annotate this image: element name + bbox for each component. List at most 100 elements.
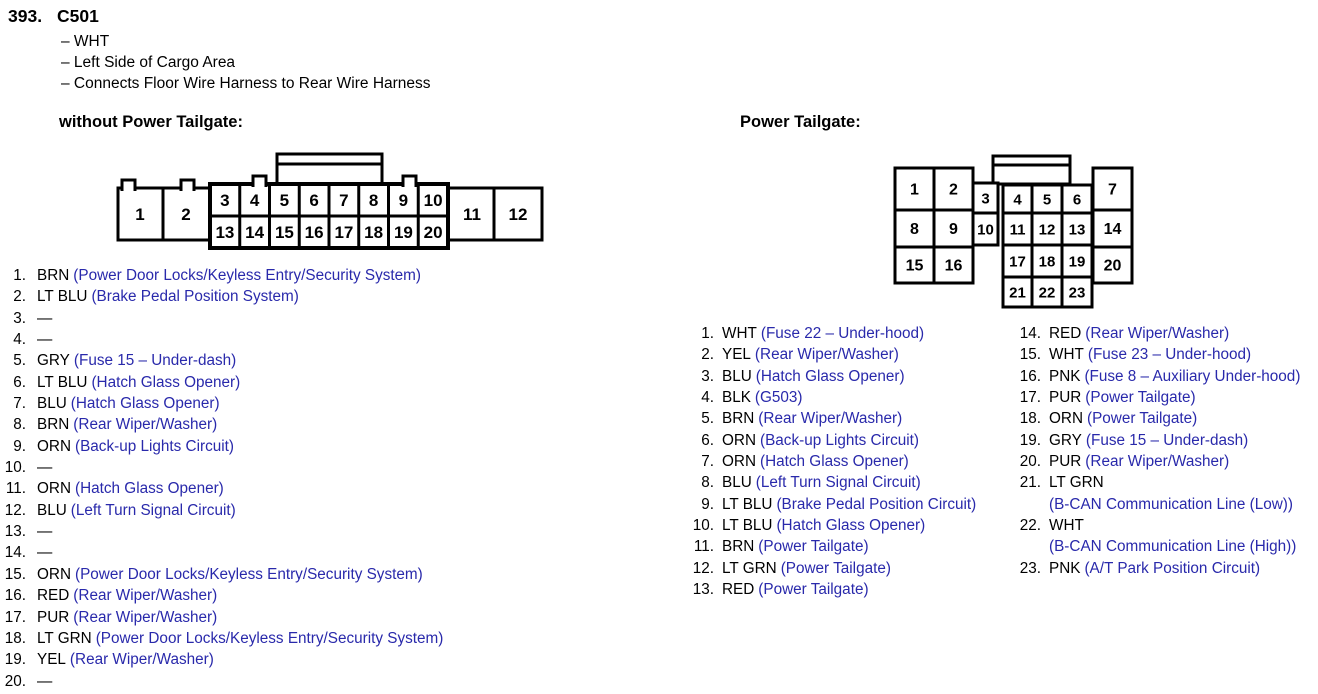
cavity-label: 16 <box>305 223 324 242</box>
cavity-label: 12 <box>1039 222 1056 239</box>
pin-wire-color: PUR <box>1049 389 1082 407</box>
pin-circuit-link[interactable]: (Hatch Glass Opener) <box>755 367 905 385</box>
pin-circuit-link[interactable]: (Rear Wiper/Washer) <box>73 608 218 626</box>
detail-line: – WHT <box>61 33 110 50</box>
connector-body <box>893 154 1134 309</box>
pin-circuit-link[interactable]: (Rear Wiper/Washer) <box>73 416 218 434</box>
pin-row: 3. BLU(Hatch Glass Opener) <box>688 366 976 387</box>
pin-circuit-link[interactable]: (Fuse 15 – Under-dash) <box>1085 431 1249 449</box>
pin-circuit-link[interactable]: (Back-up Lights Circuit) <box>760 431 919 449</box>
pin-wire-color: BLU <box>722 367 752 385</box>
pin-number: 16. <box>4 587 26 605</box>
pin-wire-color: PUR <box>1049 453 1082 471</box>
pin-circuit-link[interactable]: (Power Tailgate) <box>758 581 869 599</box>
cavity-grid-lines <box>210 184 448 248</box>
cavity-label: 11 <box>463 205 481 224</box>
pin-number: 20. <box>1019 453 1041 471</box>
pin-circuit-link[interactable]: (Hatch Glass Opener) <box>776 517 926 535</box>
pin-wire-color: — <box>37 309 53 327</box>
pin-circuit-link[interactable]: (Fuse 22 – Under-hood) <box>760 325 925 342</box>
pin-circuit-link[interactable]: (Power Door Locks/Keyless Entry/Security… <box>73 267 421 284</box>
cavity-label: 20 <box>1104 258 1122 275</box>
pin-wire-color: RED <box>722 581 755 599</box>
pin-row: 2.YEL(Rear Wiper/Washer) <box>688 344 976 365</box>
pin-circuit-link[interactable]: (Brake Pedal Position System) <box>91 288 299 306</box>
pin-number: 3. <box>701 367 714 385</box>
pin-circuit-link[interactable]: (Fuse 8 – Auxiliary Under-hood) <box>1084 367 1301 385</box>
pin-wire-color: LT BLU <box>722 517 773 535</box>
pin-wire-color: ORN <box>37 565 71 583</box>
cavity-labels: 1 2 3 4 5 6 7 8 9 10 11 12 13 14 15 16 1… <box>906 182 1122 302</box>
pin-circuit-link[interactable]: (Back-up Lights Circuit) <box>75 437 234 455</box>
pin-number: 7. <box>13 395 26 413</box>
pin-circuit-link[interactable]: (Rear Wiper/Washer) <box>758 410 903 428</box>
pin-circuit-link[interactable]: (Power Tailgate) <box>1085 389 1196 407</box>
pin-number: 23. <box>1019 559 1041 577</box>
pin-number: 22. <box>1019 517 1041 535</box>
pin-circuit-link[interactable]: (Rear Wiper/Washer) <box>1085 325 1230 342</box>
pin-number: 8. <box>701 474 714 492</box>
pin-number: 11. <box>5 480 26 498</box>
pin-wire-color: ORN <box>722 431 756 449</box>
pin-circuit-link[interactable]: (Power Door Locks/Keyless Entry/Security… <box>75 565 423 583</box>
pin-wire-color: — <box>37 523 53 541</box>
pin-circuit-link[interactable]: (Rear Wiper/Washer) <box>69 651 214 669</box>
pin-wire-color: — <box>37 331 53 349</box>
pin-circuit-link[interactable]: (Brake Pedal Position Circuit) <box>776 495 977 513</box>
pin-wire-color: LT GRN <box>1049 474 1104 492</box>
pin-circuit-link[interactable]: (Rear Wiper/Washer) <box>73 587 218 605</box>
cavity-label: 13 <box>1069 222 1086 239</box>
pin-number: 19. <box>4 651 26 669</box>
cavity-label: 3 <box>981 191 989 208</box>
pin-wire-color: BLU <box>722 474 752 492</box>
cavity-label: 16 <box>945 258 963 275</box>
pin-circuit-link[interactable]: (Power Tailgate) <box>1087 410 1198 428</box>
pin-circuit-link[interactable]: (Fuse 23 – Under-hood) <box>1087 346 1252 364</box>
cavity-label: 21 <box>1009 285 1026 302</box>
pin-wire-color: PUR <box>37 608 70 626</box>
cavity-label: 7 <box>1108 182 1117 199</box>
pin-circuit-link[interactable]: (Hatch Glass Opener) <box>760 453 909 471</box>
cavity-label: 2 <box>181 205 190 224</box>
pin-circuit-link[interactable]: (Hatch Glass Opener) <box>70 395 220 413</box>
cavity-16 <box>932 245 975 285</box>
pin-row: 22.WHT(B-CAN Communication Line (High)) <box>1013 515 1300 558</box>
pin-circuit-link[interactable]: (Power Tailgate) <box>758 538 869 556</box>
pin-number: 9. <box>13 437 26 455</box>
pin-number: 6. <box>13 373 26 391</box>
cavity-label: 23 <box>1069 285 1086 302</box>
pin-number: 1. <box>13 267 26 284</box>
pin-circuit-link[interactable]: (Fuse 15 – Under-dash) <box>73 352 237 370</box>
pin-circuit-link[interactable]: (Rear Wiper/Washer) <box>1085 453 1230 471</box>
pin-wire-color: PNK <box>1049 367 1081 385</box>
pin-circuit-link[interactable]: (Hatch Glass Opener) <box>91 373 241 391</box>
pin-wire-color: BLU <box>37 501 67 519</box>
pin-row: 12.BLU(Left Turn Signal Circuit) <box>0 500 443 521</box>
pin-circuit-link[interactable]: (A/T Park Position Circuit) <box>1084 559 1261 577</box>
pin-circuit-link[interactable]: (B-CAN Communication Line (Low)) <box>1049 495 1293 513</box>
pin-circuit-link[interactable]: (Left Turn Signal Circuit) <box>70 501 236 519</box>
pin-row: 1.BRN(Power Door Locks/Keyless Entry/Sec… <box>0 265 443 286</box>
pin-circuit-link[interactable]: (Power Door Locks/Keyless Entry/Security… <box>95 629 444 647</box>
pin-number: 21. <box>1019 474 1041 492</box>
pin-wire-color: — <box>37 672 53 690</box>
pin-wire-color: GRY <box>37 352 70 370</box>
pin-circuit-link[interactable]: (Hatch Glass Opener) <box>75 480 224 498</box>
cavity-label: 15 <box>275 223 294 242</box>
pin-circuit-link[interactable]: (Rear Wiper/Washer) <box>754 346 899 364</box>
connector-diagram-without-power-tailgate: 1 2 3 4 5 6 7 8 9 10 11 12 13 14 15 16 1… <box>116 152 544 250</box>
pin-wire-color: GRY <box>1049 431 1082 449</box>
pin-circuit-link[interactable]: (Power Tailgate) <box>780 559 891 577</box>
cavity-label: 18 <box>1039 254 1056 271</box>
cavity-label: 9 <box>949 221 958 238</box>
pin-circuit-link[interactable]: (Left Turn Signal Circuit) <box>755 474 921 492</box>
pin-row: 7.ORN(Hatch Glass Opener) <box>688 451 976 472</box>
pin-circuit-link[interactable]: (G503) <box>754 389 803 407</box>
pin-wire-color: WHT <box>1049 346 1084 364</box>
pin-number: 5. <box>701 410 714 428</box>
pin-number: 2. <box>13 288 26 306</box>
pin-wire-color: LT BLU <box>37 288 88 306</box>
pin-number: 16. <box>1019 367 1041 385</box>
cavity-label: 10 <box>977 222 994 239</box>
pin-circuit-link[interactable]: (B-CAN Communication Line (High)) <box>1049 538 1297 556</box>
